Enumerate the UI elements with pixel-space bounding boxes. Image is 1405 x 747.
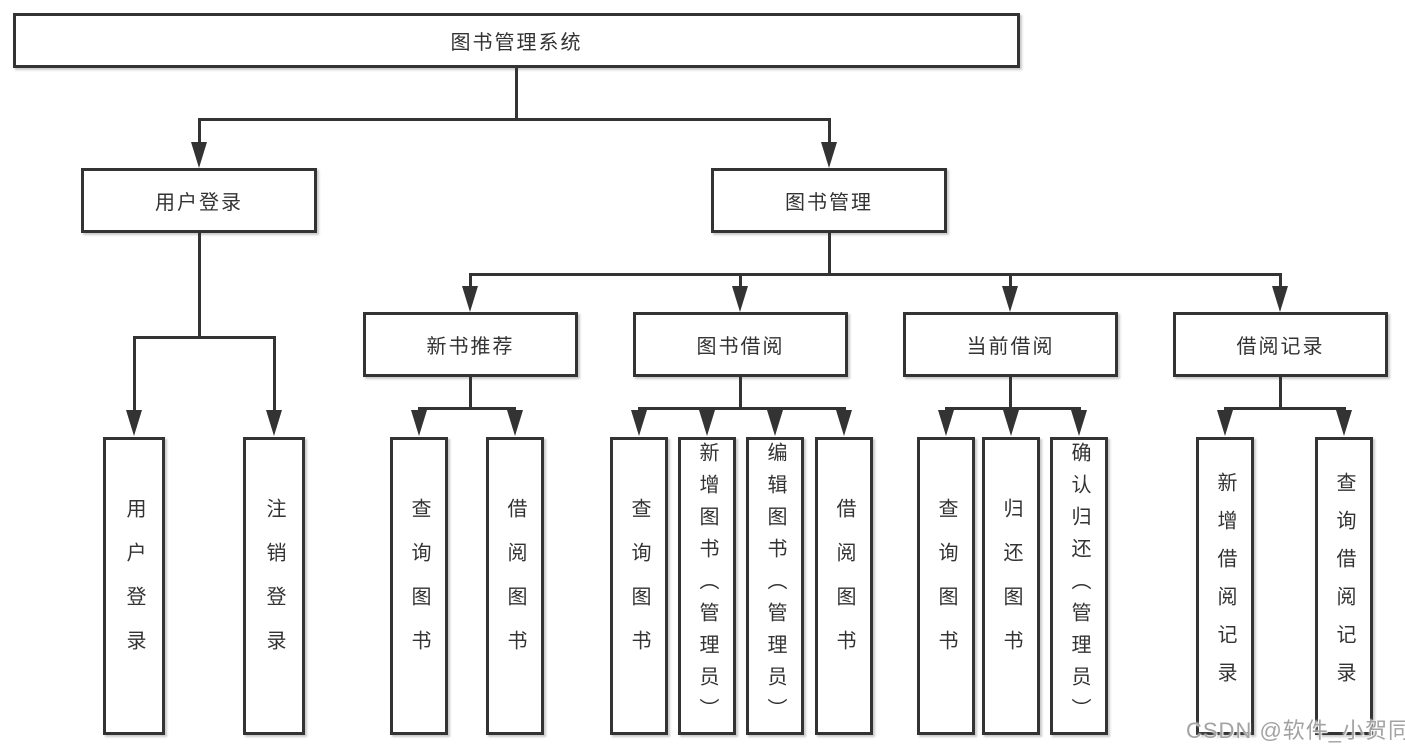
leaf-return-book-label: 归还图书 (1000, 498, 1022, 674)
connector-drop (1279, 273, 1282, 288)
arrow-down-icon (1217, 410, 1233, 436)
node-root: 图书管理系统 (13, 13, 1020, 68)
connector-stem (1279, 377, 1282, 407)
connector-root-stem (515, 68, 518, 118)
connector-drop (273, 336, 276, 410)
node-book-mgmt-label: 图书管理 (785, 192, 873, 214)
leaf-confirm-return-admin: 确认归还（管理员） (1050, 437, 1108, 735)
arrow-down-icon (126, 410, 142, 436)
node-book-borrow-label: 图书借阅 (696, 336, 785, 358)
leaf-add-borrow-record: 新增借阅记录 (1196, 437, 1254, 735)
node-user-login-label: 用户登录 (155, 192, 243, 214)
leaf-query-borrow-record-label: 查询借阅记录 (1333, 472, 1355, 700)
arrow-down-icon (938, 410, 954, 436)
node-borrow-record-label: 借阅记录 (1236, 336, 1325, 358)
leaf-query-book-current: 查询图书 (917, 437, 975, 735)
connector-rail (1224, 407, 1346, 410)
leaf-edit-book-admin: 编辑图书（管理员） (746, 437, 804, 735)
leaf-return-book: 归还图书 (982, 437, 1040, 735)
arrow-down-icon (1336, 410, 1352, 436)
connector-user-login-drop (198, 118, 201, 144)
leaf-query-book-rec: 查询图书 (390, 437, 448, 735)
node-current-borrow: 当前借阅 (903, 312, 1118, 377)
leaf-user-login: 用户登录 (103, 437, 165, 735)
arrow-down-icon (821, 142, 837, 168)
arrow-down-icon (767, 410, 783, 436)
arrow-down-icon (1003, 410, 1019, 436)
leaf-logout: 注销登录 (243, 437, 305, 735)
arrow-down-icon (266, 410, 282, 436)
arrow-down-icon (191, 142, 207, 168)
leaf-borrow-book-rec-label: 借阅图书 (504, 498, 526, 674)
connector-drop (469, 273, 472, 288)
leaf-query-book-borrow: 查询图书 (610, 437, 668, 735)
connector-stem (469, 377, 472, 407)
leaf-logout-label: 注销登录 (263, 498, 285, 674)
node-new-book-rec: 新书推荐 (363, 312, 578, 377)
connector-rail (945, 407, 1081, 410)
node-borrow-record: 借阅记录 (1173, 312, 1388, 377)
node-book-mgmt: 图书管理 (711, 168, 947, 233)
node-user-login: 用户登录 (81, 168, 317, 233)
leaf-borrow-book-rec: 借阅图书 (486, 437, 544, 735)
arrow-down-icon (699, 410, 715, 436)
connector-drop (133, 336, 136, 410)
connector-drop (1009, 273, 1012, 288)
node-current-borrow-label: 当前借阅 (966, 336, 1055, 358)
connector-stem (1009, 377, 1012, 407)
leaf-query-book-borrow-label: 查询图书 (628, 498, 650, 674)
leaf-add-borrow-record-label: 新增借阅记录 (1214, 472, 1236, 700)
connector-user-login-rail (133, 336, 276, 339)
connector-rail (418, 407, 516, 410)
connector-stem (739, 377, 742, 407)
arrow-down-icon (1272, 286, 1288, 312)
leaf-query-book-rec-label: 查询图书 (408, 498, 430, 674)
arrow-down-icon (1071, 410, 1087, 436)
arrow-down-icon (631, 410, 647, 436)
leaf-add-book-admin-label: 新增图书（管理员） (696, 442, 718, 730)
connector-rail (638, 407, 846, 410)
connector-level3-rail (469, 273, 1282, 276)
connector-user-login-stem (198, 233, 201, 336)
arrow-down-icon (507, 410, 523, 436)
arrow-down-icon (1002, 286, 1018, 312)
leaf-query-borrow-record: 查询借阅记录 (1315, 437, 1373, 735)
leaf-borrow-book-label: 借阅图书 (833, 498, 855, 674)
connector-level2-rail (198, 118, 831, 121)
leaf-user-login-label: 用户登录 (123, 498, 145, 674)
leaf-query-book-current-label: 查询图书 (935, 498, 957, 674)
arrow-down-icon (836, 410, 852, 436)
arrow-down-icon (732, 286, 748, 312)
leaf-add-book-admin: 新增图书（管理员） (678, 437, 736, 735)
watermark: CSDN @软件_小贺同学 (1186, 718, 1405, 743)
leaf-edit-book-admin-label: 编辑图书（管理员） (764, 442, 786, 730)
connector-book-mgmt-stem (828, 233, 831, 273)
leaf-borrow-book: 借阅图书 (815, 437, 873, 735)
node-book-borrow: 图书借阅 (633, 312, 848, 377)
leaf-confirm-return-admin-label: 确认归还（管理员） (1068, 442, 1090, 730)
node-new-book-rec-label: 新书推荐 (426, 336, 515, 358)
arrow-down-icon (411, 410, 427, 436)
node-root-label: 图书管理系统 (450, 32, 583, 54)
connector-drop (739, 273, 742, 288)
connector-book-mgmt-drop (828, 118, 831, 144)
arrow-down-icon (462, 286, 478, 312)
